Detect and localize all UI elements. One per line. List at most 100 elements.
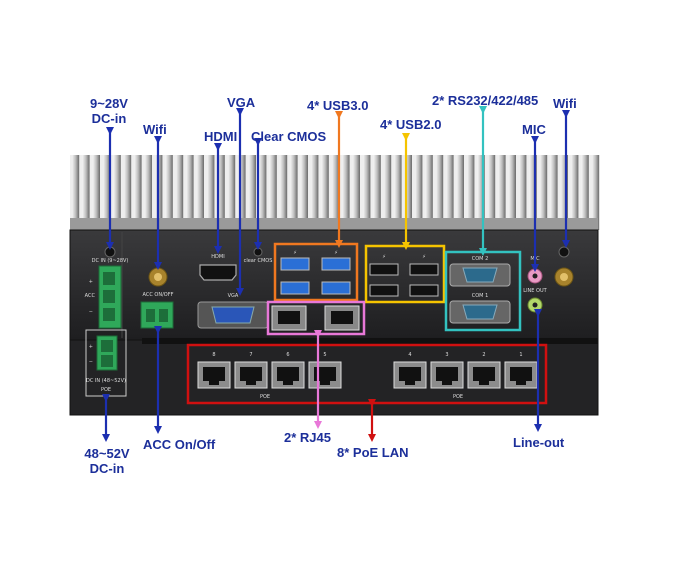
svg-text:⚡: ⚡ — [422, 254, 426, 260]
svg-text:−: − — [89, 359, 93, 365]
callout-usb3: 4* USB3.0 — [307, 98, 369, 113]
poe-port-number: 4 — [408, 352, 411, 358]
svg-text:⚡: ⚡ — [334, 250, 338, 256]
callout-wifi-left: Wifi — [143, 122, 167, 137]
callout-com: 2* RS232/422/485 — [432, 93, 539, 108]
heatsink-fin — [259, 155, 267, 230]
com1-panel-label: COM 1 — [472, 293, 489, 299]
hdmi-panel-label: HDMI — [211, 254, 224, 260]
heatsink-fin — [82, 155, 90, 230]
vga-panel-label: VGA — [228, 293, 239, 299]
heatsink-fin — [498, 155, 506, 230]
poe-port-number: 5 — [323, 352, 326, 358]
heatsink — [70, 155, 600, 230]
panel-seam — [142, 338, 598, 344]
heatsink-fin — [165, 155, 173, 230]
heatsink-fin — [176, 155, 184, 230]
svg-text:−: − — [89, 309, 93, 315]
rj45-ports — [271, 305, 360, 331]
callout-vga: VGA — [227, 95, 256, 110]
wifi-antenna-right — [554, 246, 574, 287]
callout-dc-in-bottom: 48~52V DC-in — [76, 446, 138, 476]
acc-label: ACC — [85, 293, 96, 299]
heatsink-fin — [321, 155, 329, 230]
heatsink-fin — [280, 155, 288, 230]
heatsink-fin — [144, 155, 152, 230]
line-out-panel-label: LINE OUT — [523, 288, 547, 294]
heatsink-fin — [467, 155, 475, 230]
poe-left-label: POE — [260, 394, 270, 400]
heatsink-fin — [446, 155, 454, 230]
heatsink-fin — [342, 155, 350, 230]
heatsink-fin — [436, 155, 444, 230]
heatsink-fin — [207, 155, 215, 230]
callout-line-out: Line-out — [513, 435, 565, 450]
callout-clear-cmos: Clear CMOS — [251, 129, 327, 144]
heatsink-fin — [269, 155, 277, 230]
heatsink-fin — [456, 155, 464, 230]
callout-wifi-right: Wifi — [553, 96, 577, 111]
callout-usb2: 4* USB2.0 — [380, 117, 442, 132]
heatsink-fin — [425, 155, 433, 230]
dc-in-top-label: DC IN (9~28V) — [92, 258, 129, 264]
poe-highlight — [186, 343, 548, 405]
acc-onoff-connector: ACC ON/OFF — [140, 292, 174, 329]
heatsink-fin — [300, 155, 308, 230]
callout-dc-in-bottom-line2: DC-in — [89, 461, 125, 476]
poe-port-number: 2 — [482, 352, 485, 358]
heatsink-fin — [124, 155, 132, 230]
heatsink-fin — [363, 155, 371, 230]
heatsink-fin — [196, 155, 204, 230]
callout-dc-in-top-line1: 9~28V — [90, 96, 128, 111]
dc-in-bottom-connector: + − DC IN (48~52V) POE — [85, 329, 127, 397]
heatsink-fin — [508, 155, 516, 230]
com-ports: COM 2 COM 1 — [449, 256, 511, 324]
dc-in-bottom-label: DC IN (48~52V) — [86, 378, 126, 384]
callout-dc-in-top: 9~28V DC-in — [78, 96, 140, 126]
usb3-highlight — [273, 242, 359, 302]
heatsink-fin — [290, 155, 298, 230]
svg-text:+: + — [89, 344, 93, 350]
heatsink-fin — [72, 155, 80, 230]
callout-hdmi: HDMI — [204, 129, 238, 144]
heatsink-fin — [519, 155, 527, 230]
poe-port-number: 3 — [445, 352, 448, 358]
com2-panel-label: COM 2 — [472, 256, 489, 262]
heatsink-fin — [186, 155, 194, 230]
heatsink-fin — [113, 155, 121, 230]
heatsink-fin — [592, 155, 600, 230]
wifi-antenna-left — [148, 267, 168, 287]
acc-onoff-label: ACC ON/OFF — [143, 292, 174, 298]
callout-dc-in-bottom-line1: 48~52V — [84, 446, 130, 461]
svg-text:⚡: ⚡ — [382, 254, 386, 260]
poe-box-label: POE — [101, 387, 111, 393]
heatsink-fin — [488, 155, 496, 230]
callout-mic: MIC — [522, 122, 546, 137]
heatsink-fin — [373, 155, 381, 230]
heatsink-fin — [550, 155, 558, 230]
heatsink-fin — [248, 155, 256, 230]
heatsink-fin — [394, 155, 402, 230]
clear-cmos-panel-label: clear CMOS — [244, 258, 273, 264]
callout-dc-in-top-line2: DC-in — [91, 111, 127, 126]
svg-text:+: + — [89, 279, 93, 285]
poe-port-number: 1 — [519, 352, 522, 358]
poe-right-label: POE — [453, 394, 463, 400]
heatsink-fin — [384, 155, 392, 230]
heatsink-fin — [540, 155, 548, 230]
svg-text:⚡: ⚡ — [293, 250, 297, 256]
heatsink-fin — [134, 155, 142, 230]
heatsink-fin — [352, 155, 360, 230]
heatsink-fin — [571, 155, 579, 230]
usb2-ports: ⚡ ⚡ — [369, 254, 439, 297]
heatsink-fin — [228, 155, 236, 230]
poe-port-number: 7 — [249, 352, 252, 358]
vga-port: VGA — [197, 293, 269, 329]
poe-port-number: 8 — [212, 352, 215, 358]
heatsink-fin — [415, 155, 423, 230]
callout-rj45: 2* RJ45 — [284, 430, 331, 445]
callout-poe-lan: 8* PoE LAN — [337, 445, 409, 460]
heatsink-fin — [581, 155, 589, 230]
